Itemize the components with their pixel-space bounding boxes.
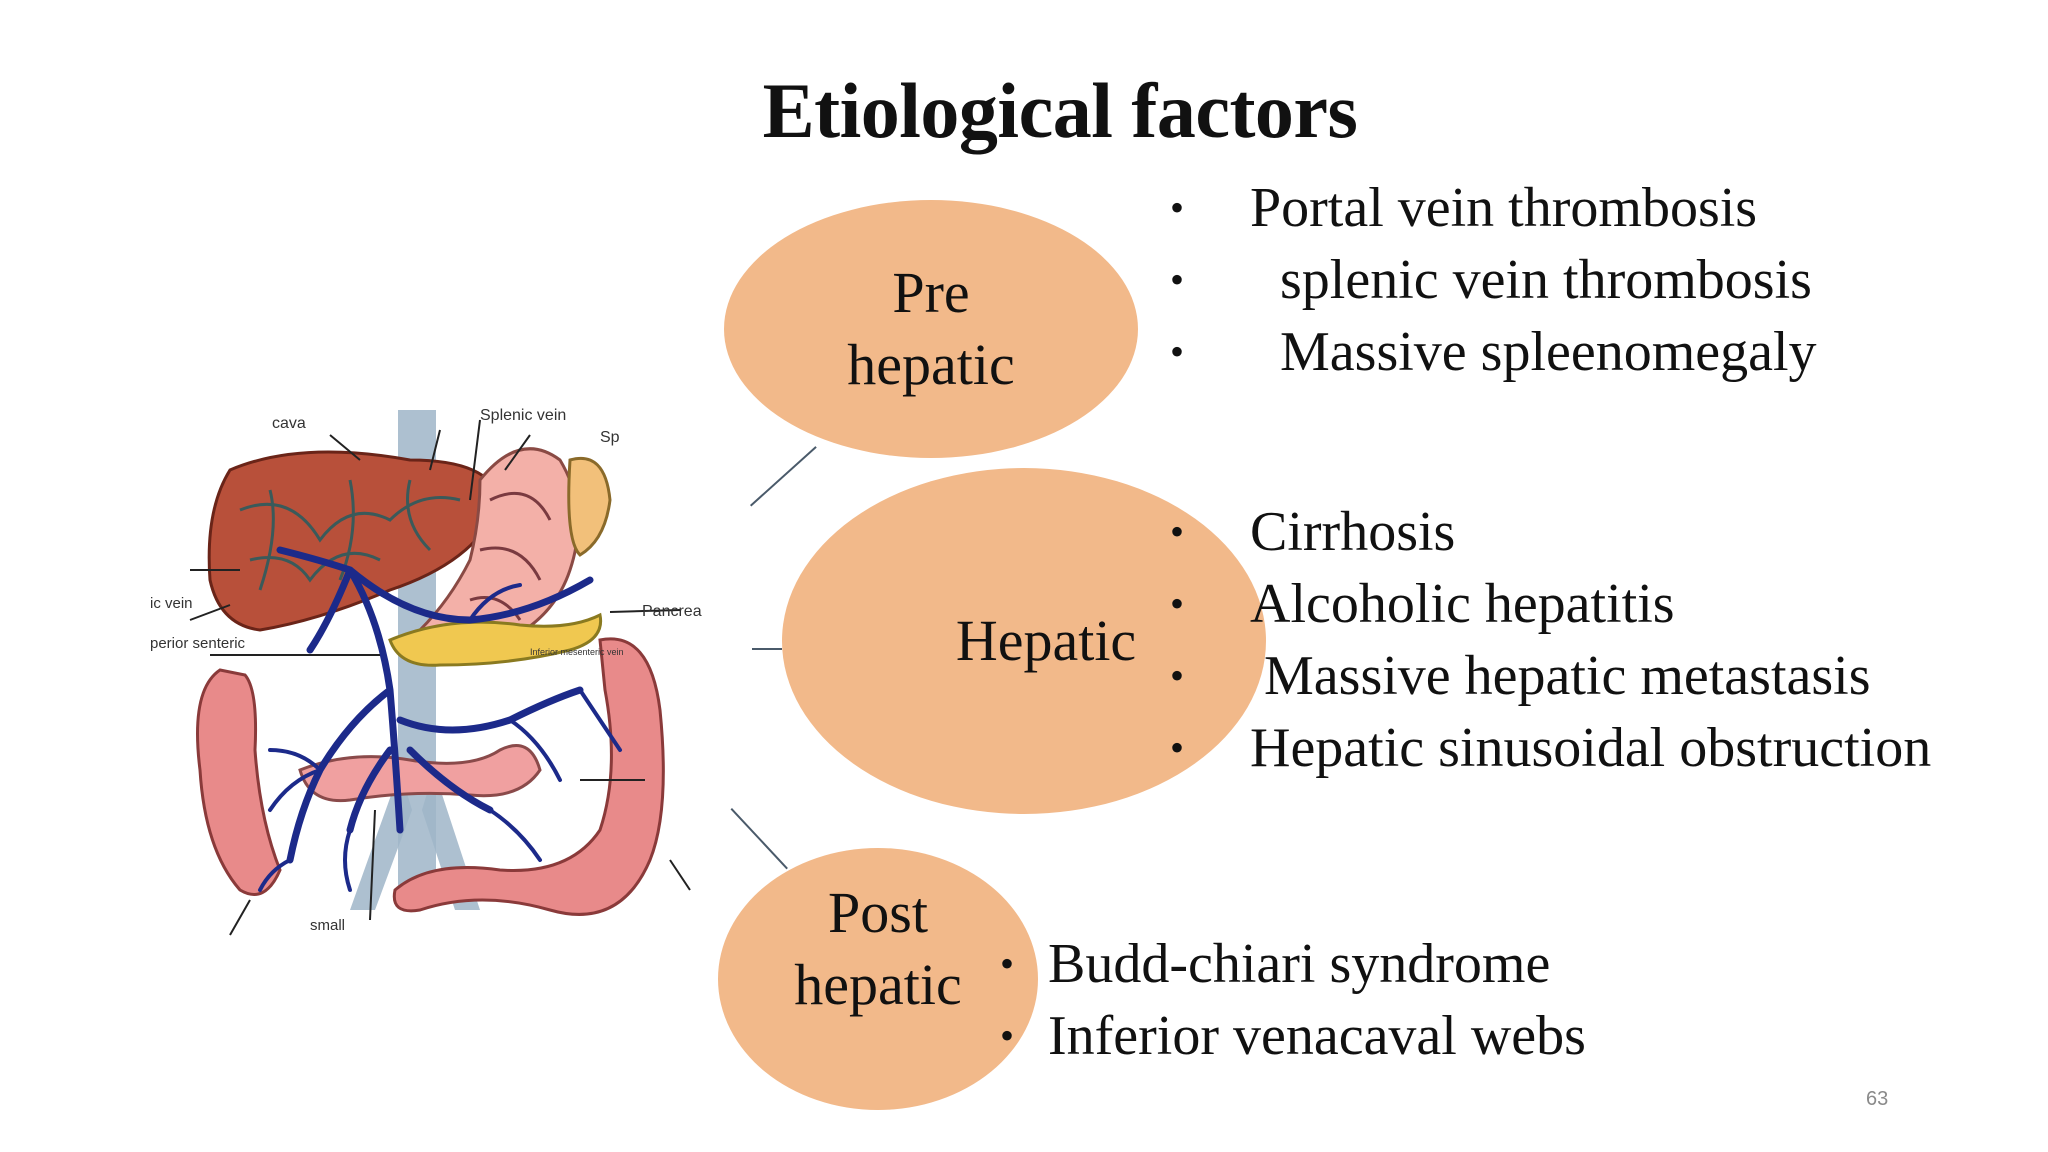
bullet: • (1000, 941, 1015, 986)
bullet: • (1000, 1013, 1015, 1058)
pancreas-shape (388, 612, 603, 667)
leader-lines (189, 419, 691, 936)
large-intestine-shape (196, 637, 665, 916)
label-small: small (310, 917, 345, 934)
list-item-text: Massive hepatic metastasis (1264, 645, 1871, 707)
bullet: • (1170, 329, 1185, 374)
bullet: • (1170, 257, 1185, 302)
bullet: • (1170, 509, 1185, 554)
stomach-vessels (469, 491, 552, 621)
list-item-text: Budd-chiari syndrome (1048, 933, 1551, 995)
liver-shape (207, 450, 502, 632)
list-item-text: Cirrhosis (1250, 501, 1456, 563)
list-item: • Inferior venacaval webs (1000, 1000, 1586, 1072)
category-node-pre-hepatic: Pre hepatic (724, 200, 1138, 458)
spleen-shape (567, 457, 612, 557)
cause-list-pre-hepatic: • Portal vein thrombosis • splenic vein … (1170, 172, 1817, 388)
category-node-hepatic: Hepatic (782, 468, 1266, 814)
page-number: 63 (1866, 1088, 1889, 1110)
connector-pre (750, 446, 817, 507)
connector-hepatic (752, 648, 782, 650)
category-label-hepatic: Hepatic (955, 607, 1137, 673)
label-partial-vein: ic vein (150, 595, 193, 612)
list-item: • splenic vein thrombosis (1170, 244, 1817, 316)
label-sp: Sp (600, 429, 620, 446)
cause-list-post-hepatic: • Budd-chiari syndrome • Inferior venaca… (1000, 928, 1586, 1072)
page-title: Etiological factors (762, 67, 1358, 154)
bullet: • (1170, 653, 1185, 698)
bullet: • (1170, 185, 1185, 230)
cause-list-hepatic: • Cirrhosis • Alcoholic hepatitis • Mass… (1170, 496, 1931, 784)
category-label-pre-hepatic: Pre hepatic (847, 259, 1015, 398)
list-item-text: splenic vein thrombosis (1280, 249, 1812, 311)
category-label-post-hepatic: Post hepatic (794, 879, 962, 1018)
bullet: • (1170, 581, 1185, 626)
list-item-text: Massive spleenomegaly (1280, 321, 1817, 383)
label-pancrea: Pancrea (642, 603, 702, 620)
list-item: • Portal vein thrombosis (1170, 172, 1817, 244)
small-intestine-shape (298, 744, 542, 803)
label-partial-mesenteric: perior senteric (150, 635, 246, 652)
label-splenic-vein: Splenic vein (480, 407, 566, 424)
list-item-text: Portal vein thrombosis (1250, 177, 1758, 239)
label-cava: cava (272, 415, 306, 432)
liver-vessels (239, 479, 461, 591)
list-item: • Massive hepatic metastasis (1170, 640, 1931, 712)
list-item: • Hepatic sinusoidal obstruction (1170, 712, 1931, 784)
portal-vein-small-branches (258, 583, 622, 892)
list-item-text: Hepatic sinusoidal obstruction (1250, 717, 1932, 779)
portal-system-illustration: cava Splenic vein Sp Pancrea Inferior me… (150, 407, 702, 936)
list-item: • Alcoholic hepatitis (1170, 568, 1931, 640)
list-item: • Massive spleenomegaly (1170, 316, 1817, 388)
label-inferior-mesenteric: Inferior mesenteric vein (530, 647, 624, 657)
bullet: • (1170, 725, 1185, 770)
list-item: • Budd-chiari syndrome (1000, 928, 1586, 1000)
category-node-post-hepatic: Post hepatic (718, 848, 1038, 1110)
list-item: • Cirrhosis (1170, 496, 1931, 568)
list-item-text: Alcoholic hepatitis (1250, 573, 1675, 635)
list-item-text: Inferior venacaval webs (1048, 1005, 1586, 1067)
